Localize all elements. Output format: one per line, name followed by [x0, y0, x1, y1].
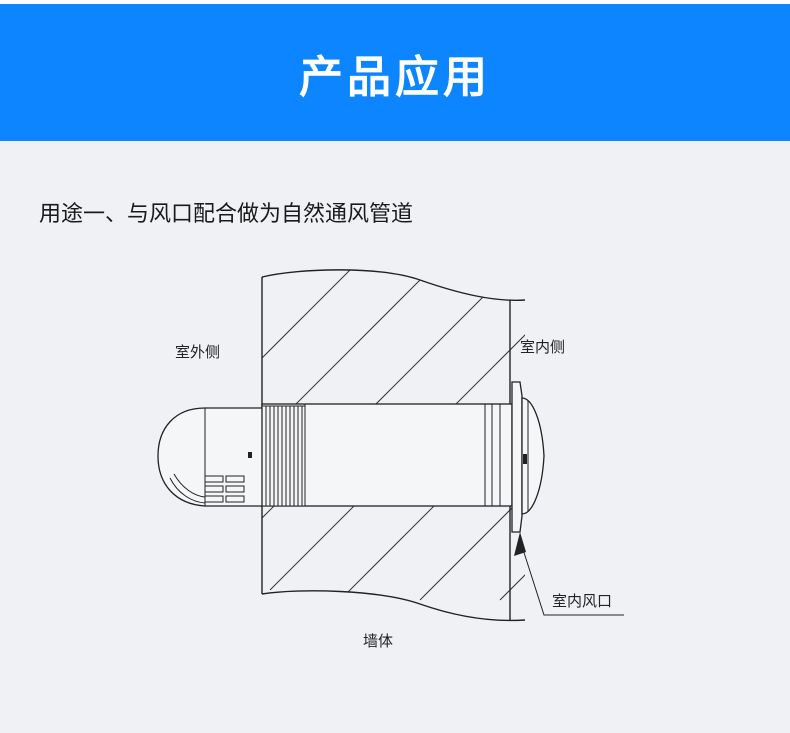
label-indoor-side: 室内侧 [520, 338, 565, 356]
page-title: 产品应用 [299, 51, 491, 103]
label-outdoor-side: 室外侧 [175, 343, 220, 361]
section-title: 用途一、与风口配合做为自然通风管道 [39, 202, 414, 227]
top-strip [0, 0, 790, 4]
threaded-section [261, 405, 306, 507]
indoor-vent-grille [511, 381, 545, 533]
label-indoor-vent: 室内风口 [552, 592, 612, 610]
header-banner: 产品应用 [0, 4, 790, 141]
outdoor-hood [157, 407, 263, 507]
label-wall: 墙体 [363, 632, 393, 650]
indoor-vent-leader [514, 532, 624, 616]
